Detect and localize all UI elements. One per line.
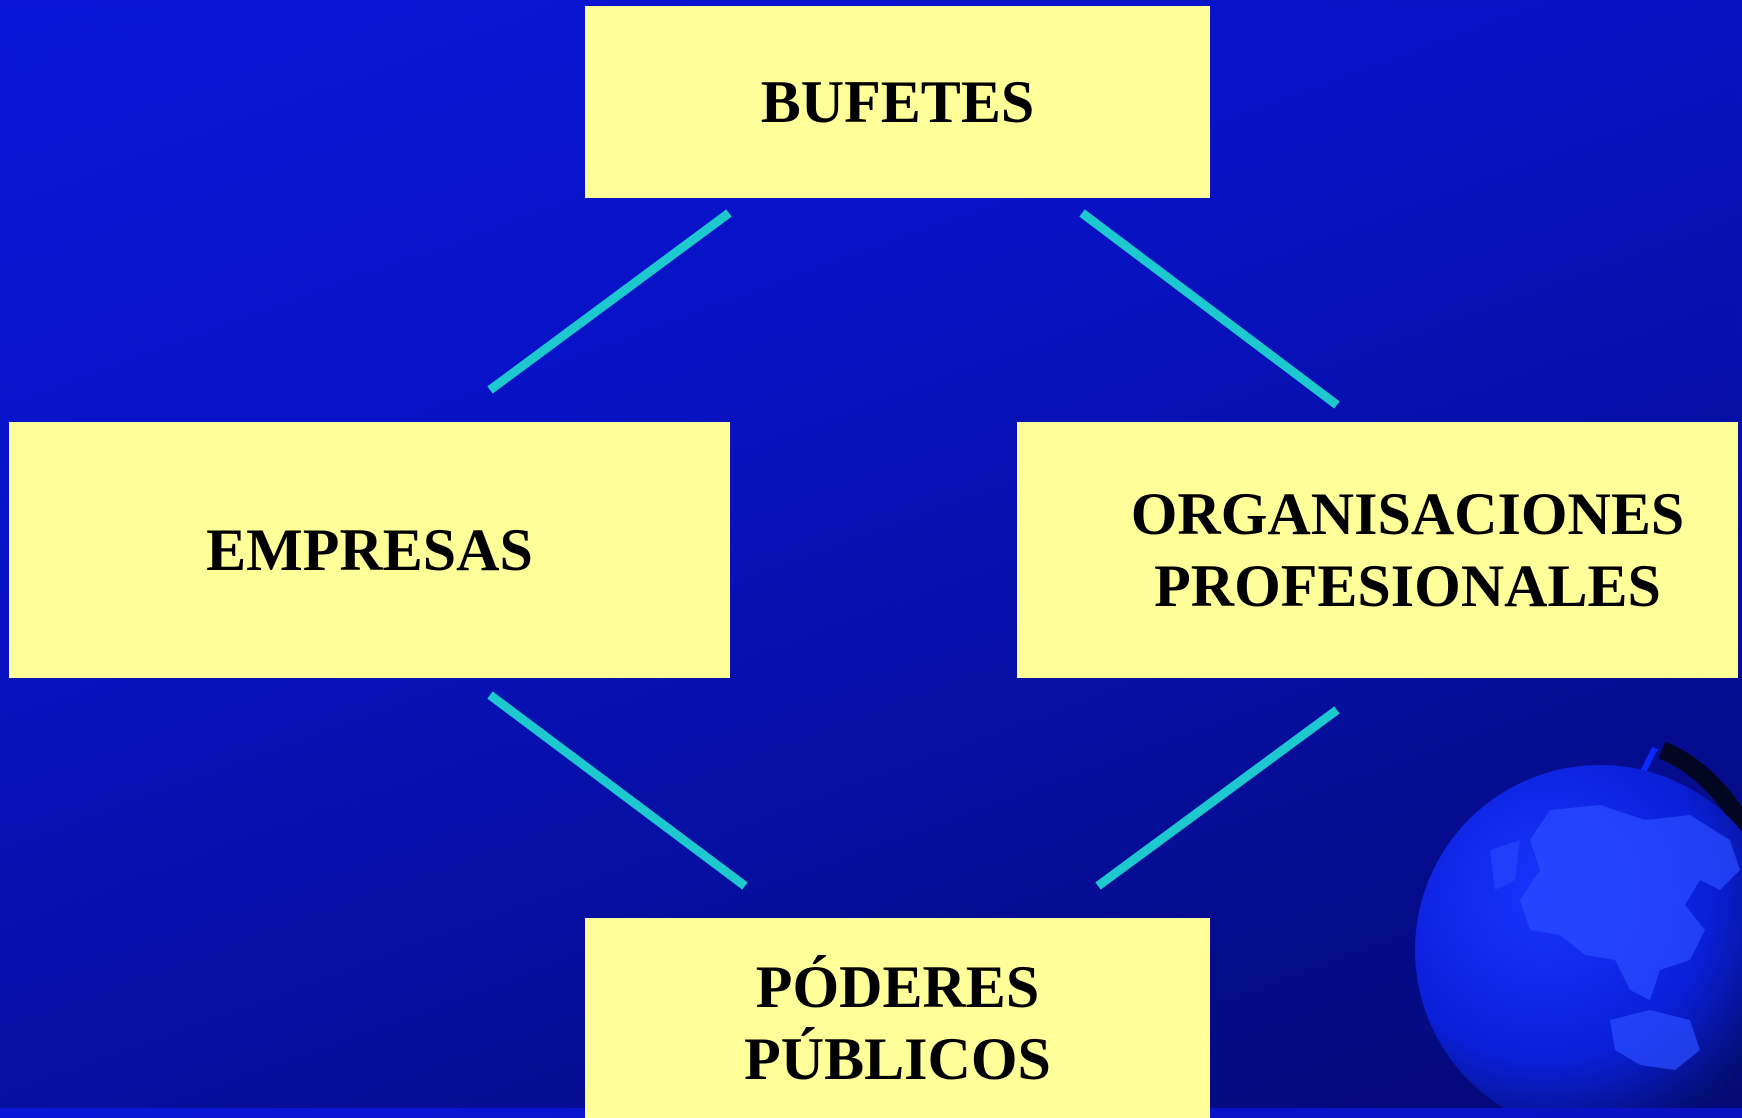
node-organisaciones-label-line2: PROFESIONALES [1154,553,1661,619]
node-organisaciones-profesionales: ORGANISACIONES PROFESIONALES [1017,422,1738,678]
node-empresas-label: EMPRESAS [206,517,533,583]
node-bufetes-label: BUFETES [760,69,1035,135]
node-poderes-publicos: PÓDERES PÚBLICOS [585,918,1210,1118]
connector-bufetes-empresas [487,209,732,394]
connector-bufetes-organisaciones [1079,209,1340,409]
globe-icon [1415,741,1742,1108]
node-bufetes: BUFETES [585,6,1210,198]
node-poderes-label-line2: PÚBLICOS [744,1026,1051,1092]
node-poderes-label-line1: PÓDERES [755,954,1040,1020]
connector-organisaciones-poderes [1095,706,1340,890]
node-empresas: EMPRESAS [9,422,730,678]
connector-empresas-poderes [487,691,748,890]
node-organisaciones-label-line1: ORGANISACIONES [1130,481,1685,547]
